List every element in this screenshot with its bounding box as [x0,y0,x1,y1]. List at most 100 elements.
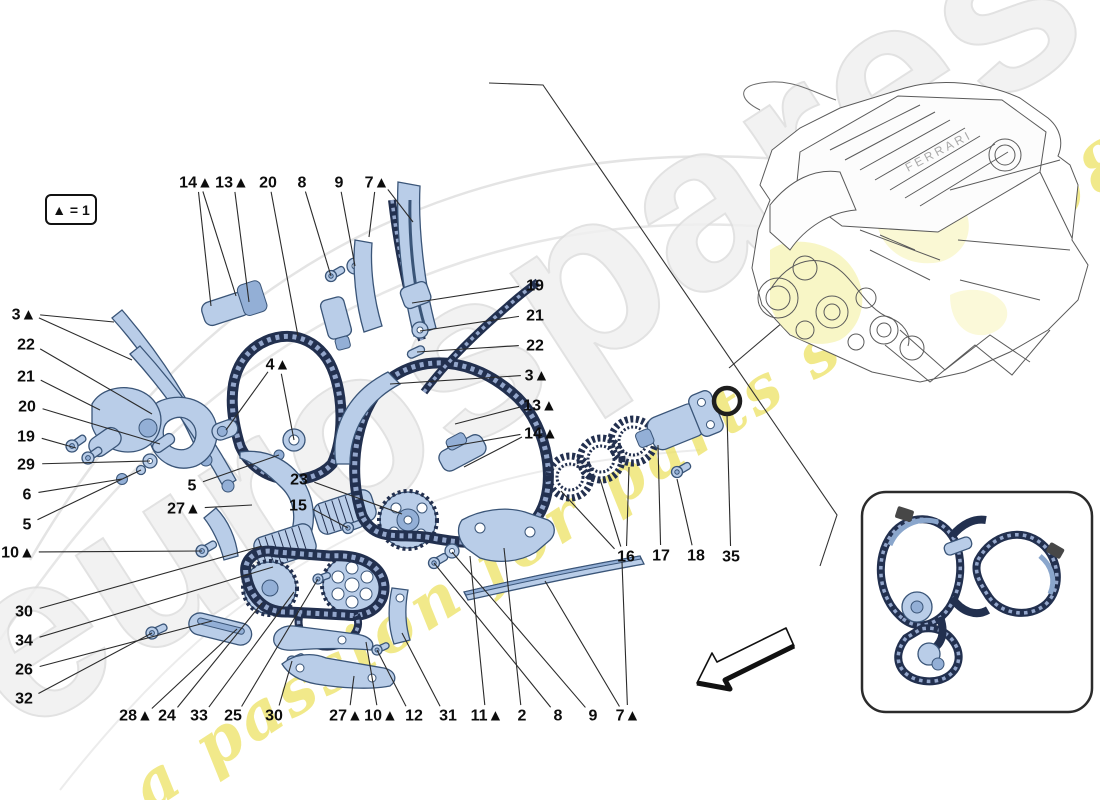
leader-line [389,375,521,385]
callout-label: 15 [289,498,307,515]
washer [444,543,460,559]
leader-line [451,551,586,708]
leader-line [40,314,115,323]
leader-line [599,478,622,547]
callout-label: 7▲ [616,708,641,725]
leader-line [225,371,269,431]
callout-label: 7▲ [365,175,390,192]
bolt [81,446,103,465]
callout-label: 4▲ [266,357,291,374]
engine-illustration: FERRARI [743,81,1089,383]
leader-line [416,345,519,353]
legend-label: ▲ = 1 [52,201,90,218]
callout-label: 29 [17,457,35,474]
curved-chain-guide-arm [203,450,315,561]
leader-line [676,478,693,546]
reference-line [488,82,838,567]
callout-label: 35 [722,549,740,566]
callout-label: 2 [518,708,527,725]
bolt [670,461,692,479]
callout-label: 13▲ [523,398,557,415]
callout-label: 19 [526,278,544,295]
callout-label: 27▲ [329,708,363,725]
curved-chain-guide [334,371,402,465]
leader-line [38,550,203,553]
leader-line [401,632,441,707]
leader-line [419,315,520,332]
leader-line [39,545,263,609]
hydraulic-tensioner [319,296,353,351]
callout-label: 9 [589,708,598,725]
leader-line [387,189,414,223]
leader-line [39,348,153,415]
leader-line [544,580,620,707]
leader-line [204,504,253,509]
leader-line [625,466,630,547]
bolt [65,434,87,453]
callout-label: 17 [652,548,670,565]
callout-label: 32 [15,691,33,708]
leader-line [621,561,628,706]
callout-label: 21 [17,369,35,386]
leader-line [454,406,520,425]
direction-arrow [696,627,796,692]
leader-line [304,191,332,277]
callout-label: 10▲ [1,545,35,562]
leader-line [469,555,486,706]
callout-label: 3▲ [12,307,37,324]
callout-label: 5 [23,517,32,534]
leader-line [197,191,212,307]
leader-line [38,632,153,694]
leader-line [37,469,142,521]
callout-label: 10▲ [364,708,398,725]
callout-label: 24 [158,708,176,725]
mounting-bracket-plate [457,508,555,563]
leader-line [411,285,520,304]
callout-label: 21 [526,308,544,325]
leader-line [726,413,732,547]
callout-label: 22 [17,337,35,354]
callout-label: 14▲ [179,175,213,192]
callout-label: 33 [190,708,208,725]
leader-line [270,191,299,337]
leader-line [202,454,280,483]
leader-line [151,628,238,709]
leader-line [376,649,407,707]
callout-label: 22 [526,338,544,355]
callout-label: 11▲ [471,708,504,725]
leader-line [340,191,356,267]
leader-line [42,460,151,465]
callout-label: 12 [405,708,423,725]
leader-line [39,566,274,638]
callout-label: 30 [15,604,33,621]
callout-label: 20 [18,399,36,416]
leader-line [234,191,250,303]
chain-pad-right [438,432,487,472]
handle-bracket [273,625,374,651]
callout-label: 20 [259,175,277,192]
callout-label: 8 [554,708,563,725]
leader-line [202,191,237,297]
leader-line [177,602,263,708]
leader-line [38,317,133,361]
vertical-guide-blade [388,587,411,645]
callout-label: 6 [23,487,32,504]
leader-line [657,444,662,546]
leader-line [241,578,319,707]
callout-label: 23 [290,472,308,489]
chain-pad-upper [201,280,268,327]
callout-label: 27▲ [167,501,201,518]
leader-line [365,641,378,706]
lower-bracket [281,653,396,689]
legend-box: ▲ = 1 [45,194,97,225]
leader-line [446,433,521,448]
callout-label: 18 [687,548,705,565]
leader-lines [37,189,732,709]
callout-label: 26 [15,662,33,679]
callout-label: 30 [265,708,283,725]
leader-line [42,408,161,445]
leader-line [278,660,293,706]
callout-label: 31 [439,708,457,725]
leader-line [38,478,123,493]
